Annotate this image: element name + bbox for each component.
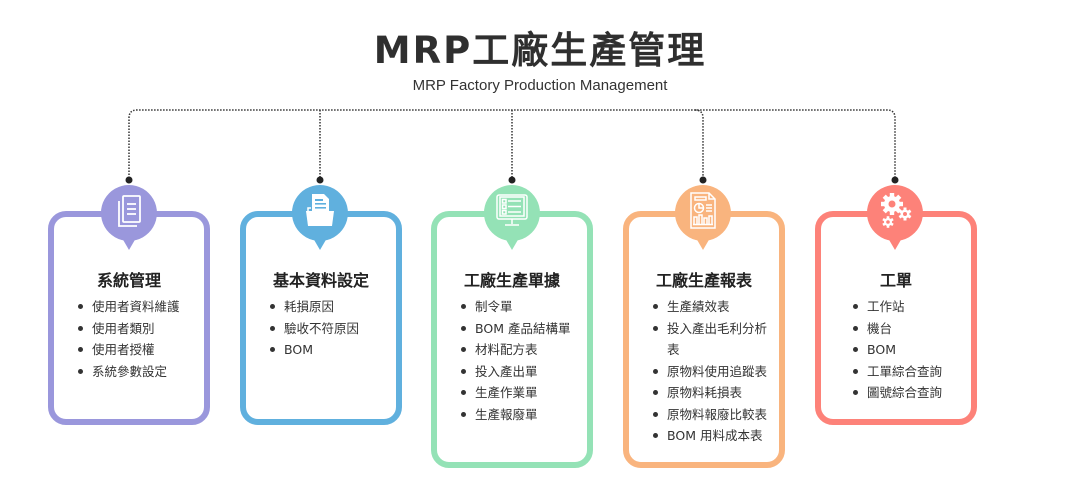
list-item: 工作站 — [853, 296, 963, 318]
module-item-list: 耗損原因 驗收不符原因 BOM — [268, 296, 388, 361]
connector-dot-5 — [891, 176, 899, 184]
list-item: 材料配方表 — [461, 339, 579, 361]
list-item: 機台 — [853, 318, 963, 340]
list-item: 圖號綜合查詢 — [853, 382, 963, 404]
list-item: 投入產出毛利分析表 — [653, 318, 767, 361]
list-item: 使用者資料維護 — [78, 296, 196, 318]
module-badge-work-order — [866, 184, 924, 254]
list-item: 原物料使用追蹤表 — [653, 361, 767, 383]
diagram-subtitle: MRP Factory Production Management — [412, 77, 668, 94]
list-item: BOM — [853, 339, 963, 361]
list-item: 生產報廢單 — [461, 404, 579, 426]
module-badge-production-reports — [674, 184, 732, 254]
list-item: 使用者授權 — [78, 339, 196, 361]
module-badge-production-documents — [483, 184, 541, 254]
module-title: 工廠生產報表 — [655, 271, 752, 290]
module-title: 基本資料設定 — [272, 271, 369, 290]
list-item: BOM 用料成本表 — [653, 425, 767, 447]
connector-dot-4 — [699, 176, 707, 184]
connector-dot-1 — [125, 176, 133, 184]
list-item: 系統參數設定 — [78, 361, 196, 383]
list-item: 投入產出單 — [461, 361, 579, 383]
list-item: 驗收不符原因 — [270, 318, 388, 340]
monitor-checklist-icon — [496, 194, 528, 226]
connector-dot-3 — [508, 176, 516, 184]
module-card-production-reports: 工廠生產報表 生產績效表 投入產出毛利分析表 原物料使用追蹤表 原物料耗損表 原… — [623, 211, 785, 468]
list-item: BOM — [270, 339, 388, 361]
list-item: 使用者類別 — [78, 318, 196, 340]
report-chart-icon — [690, 192, 716, 229]
module-item-list: 生產績效表 投入產出毛利分析表 原物料使用追蹤表 原物料耗損表 原物料報廢比較表… — [651, 296, 767, 447]
folder-document-icon — [306, 194, 334, 226]
module-title: 工廠生產單據 — [463, 271, 560, 290]
gears-icon — [881, 193, 912, 228]
list-item: 生產績效表 — [653, 296, 767, 318]
diagram-title: MRP工廠生產管理 — [373, 29, 707, 72]
document-icon — [118, 195, 141, 227]
module-badge-basic-data — [291, 184, 349, 254]
list-item: BOM 產品結構單 — [461, 318, 579, 340]
list-item: 制令單 — [461, 296, 579, 318]
module-card-work-order: 工單 工作站 機台 BOM 工單綜合查詢 圖號綜合查詢 — [815, 211, 977, 425]
module-item-list: 使用者資料維護 使用者類別 使用者授權 系統參數設定 — [76, 296, 196, 382]
connector-dot-2 — [316, 176, 324, 184]
connector-drop-4 — [694, 109, 704, 178]
list-item: 原物料報廢比較表 — [653, 404, 767, 426]
list-item: 耗損原因 — [270, 296, 388, 318]
module-item-list: 工作站 機台 BOM 工單綜合查詢 圖號綜合查詢 — [851, 296, 963, 404]
module-card-production-documents: 工廠生產單據 制令單 BOM 產品結構單 材料配方表 投入產出單 生產作業單 生… — [431, 211, 593, 468]
list-item: 原物料耗損表 — [653, 382, 767, 404]
list-item: 生產作業單 — [461, 382, 579, 404]
module-badge-system — [100, 184, 158, 254]
module-title: 工單 — [879, 271, 912, 290]
list-item: 工單綜合查詢 — [853, 361, 963, 383]
module-item-list: 制令單 BOM 產品結構單 材料配方表 投入產出單 生產作業單 生產報廢單 — [459, 296, 579, 425]
module-title: 系統管理 — [96, 271, 161, 290]
